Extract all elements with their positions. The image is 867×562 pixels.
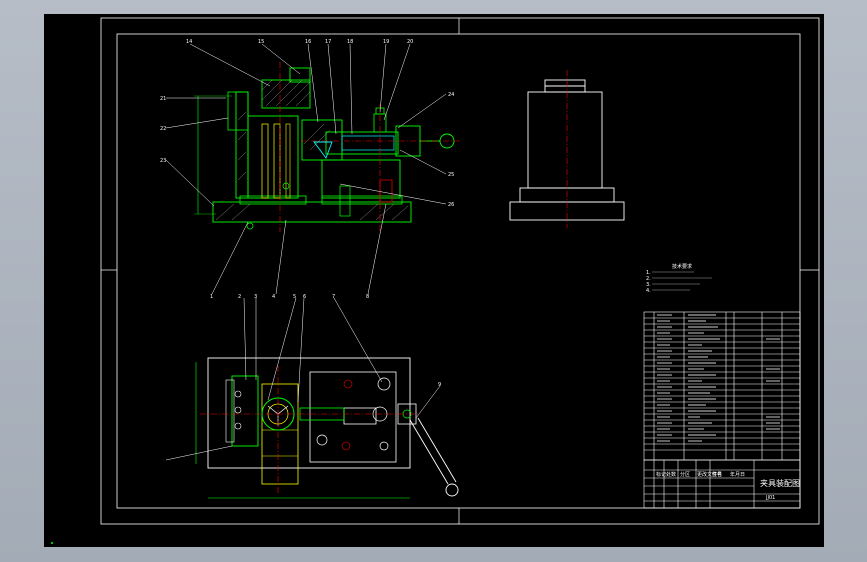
svg-text:5: 5	[293, 294, 296, 300]
svg-text:1: 1	[210, 294, 213, 300]
inner-border	[116, 33, 801, 509]
svg-text:6: 6	[303, 294, 306, 300]
front-view	[194, 62, 460, 232]
parts-list-text	[657, 314, 780, 442]
tb-label-1: 处数	[666, 471, 676, 478]
section-hatch	[215, 79, 409, 221]
notes-heading: 技术要求	[672, 263, 692, 270]
svg-text:7: 7	[332, 294, 335, 300]
svg-text:21: 21	[160, 96, 166, 102]
svg-text:25: 25	[448, 172, 454, 178]
drawing-number: JJ01	[765, 495, 775, 501]
note-1: 1.	[646, 270, 651, 276]
front-balloon-labels: 14 15 16 17 18 19 20 21 22 23 24 25 26	[160, 39, 454, 208]
svg-text:15: 15	[258, 39, 264, 45]
svg-text:8: 8	[366, 294, 369, 300]
svg-text:16: 16	[305, 39, 311, 45]
top-leaders	[165, 297, 441, 461]
top-clamp	[261, 79, 311, 109]
title-block: 标记 处数 分区 更改文件号 签名 年月日 夹具装配图 JJ01	[643, 459, 801, 509]
svg-text:22: 22	[160, 126, 166, 132]
drawing-title: 夹具装配图	[760, 478, 800, 488]
svg-text:4: 4	[272, 294, 275, 300]
tb-label-0: 标记	[656, 471, 666, 478]
svg-text:9: 9	[438, 382, 441, 388]
top-view	[195, 357, 459, 499]
outer-border	[100, 17, 820, 525]
svg-text:23: 23	[160, 158, 166, 164]
top-balloon-labels: 1 2 3 4 5 6 7 8 9	[210, 294, 441, 388]
svg-text:14: 14	[186, 39, 192, 45]
svg-text:26: 26	[448, 202, 454, 208]
base-plate	[212, 201, 412, 223]
tb-label-4: 签名	[712, 471, 722, 478]
svg-text:2: 2	[238, 294, 241, 300]
svg-text:20: 20	[407, 39, 413, 45]
drawing-sheet	[44, 14, 824, 547]
svg-text:24: 24	[448, 92, 454, 98]
front-leaders	[165, 43, 447, 295]
note-4: 4.	[646, 288, 651, 294]
note-3: 3.	[646, 282, 651, 288]
svg-text:17: 17	[325, 39, 331, 45]
svg-text:3: 3	[254, 294, 257, 300]
base-plate-top	[207, 357, 411, 469]
tb-label-5: 年月日	[730, 471, 745, 478]
tb-label-2: 分区	[680, 471, 690, 478]
origin-marker	[51, 542, 53, 544]
note-2: 2.	[646, 276, 651, 282]
center-marks	[101, 18, 819, 524]
side-view	[509, 70, 625, 228]
svg-text:19: 19	[383, 39, 389, 45]
tb-label-3: 更改文件号	[697, 471, 722, 478]
technical-notes: 技术要求 1. 2. 3. 4.	[646, 263, 712, 294]
svg-text:18: 18	[347, 39, 353, 45]
